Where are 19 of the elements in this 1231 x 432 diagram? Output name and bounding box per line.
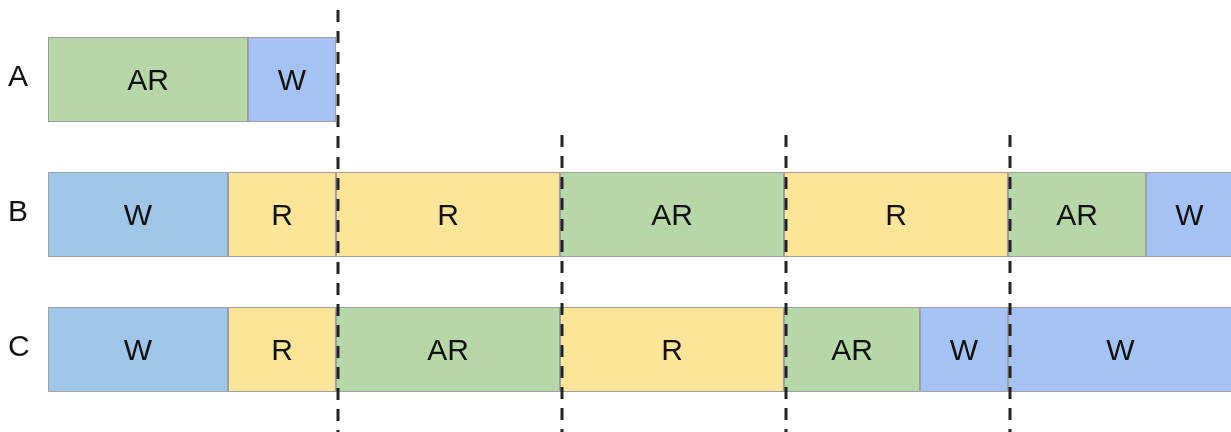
task-bar: AR (48, 37, 248, 122)
row-label: A (8, 59, 28, 93)
task-bar: W (920, 307, 1008, 392)
row-label: B (8, 194, 28, 228)
task-bar: AR (560, 172, 784, 257)
task-bar: W (248, 37, 336, 122)
task-bar: R (336, 172, 560, 257)
task-bar: W (1146, 172, 1231, 257)
task-bar: R (784, 172, 1008, 257)
task-bar: W (48, 172, 228, 257)
task-bar: AR (336, 307, 560, 392)
row-label: C (8, 329, 30, 363)
task-bar: R (228, 307, 336, 392)
task-bar: W (1008, 307, 1231, 392)
task-bar: R (560, 307, 784, 392)
task-bar: AR (1008, 172, 1146, 257)
task-bar: R (228, 172, 336, 257)
task-bar: W (48, 307, 228, 392)
task-bar: AR (784, 307, 920, 392)
